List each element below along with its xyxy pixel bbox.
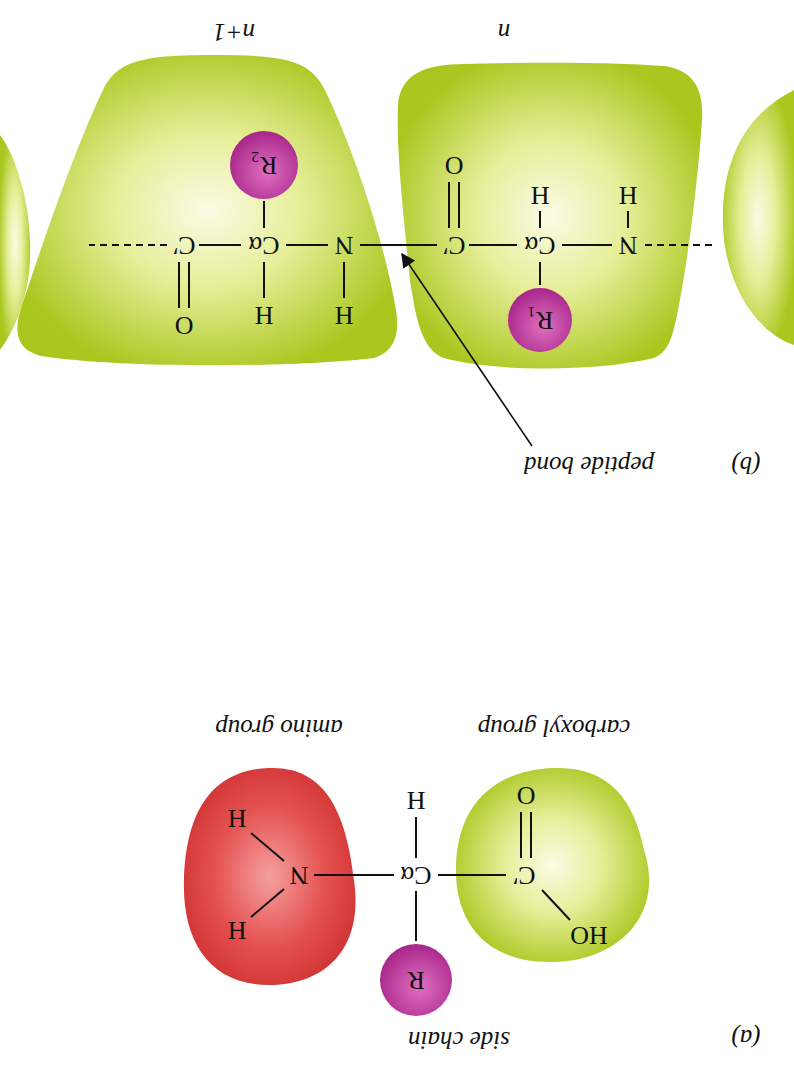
atom: O bbox=[445, 152, 464, 178]
side-chain-circle: R₁ bbox=[507, 287, 573, 353]
atom: N bbox=[335, 232, 354, 258]
group-label: carboxyl group bbox=[478, 716, 631, 741]
side-chain-disc bbox=[380, 944, 452, 1016]
panel-letter: (b) bbox=[731, 453, 760, 478]
side-chain-disc bbox=[230, 131, 298, 199]
residue-blob-edge bbox=[723, 90, 794, 345]
atom: C′ bbox=[512, 862, 535, 888]
atom: HO bbox=[570, 922, 608, 948]
leader-arrow bbox=[402, 254, 532, 446]
amino-blob bbox=[184, 768, 356, 985]
atom: H bbox=[335, 302, 354, 328]
residue-blob-edge bbox=[0, 135, 30, 350]
side-chain-circle: R bbox=[379, 943, 453, 1017]
atom: H bbox=[407, 787, 426, 813]
residue-number: n bbox=[498, 20, 511, 45]
atom: H bbox=[619, 182, 638, 208]
bonds bbox=[251, 812, 570, 941]
side-chain-label: R₁ bbox=[527, 307, 553, 333]
carboxyl-blob bbox=[456, 768, 649, 962]
side-chain-label: R bbox=[407, 967, 424, 993]
atom: C′ bbox=[442, 232, 465, 258]
bonds bbox=[89, 182, 712, 308]
atom: H bbox=[228, 917, 247, 943]
part-label: side chain bbox=[408, 1028, 510, 1053]
atom: H bbox=[255, 302, 274, 328]
side-chain-circle: R₂ bbox=[229, 130, 299, 200]
panel-letter: (a) bbox=[731, 1026, 760, 1051]
residue-blob bbox=[17, 55, 397, 365]
atom: Cα bbox=[525, 232, 556, 258]
atom: N bbox=[290, 862, 309, 888]
atom: O bbox=[175, 312, 194, 338]
atom: N bbox=[619, 232, 638, 258]
atom: C′ bbox=[172, 232, 195, 258]
residue-blob bbox=[398, 63, 703, 369]
part-label: peptide bond bbox=[524, 453, 654, 478]
atom: Cα bbox=[401, 862, 432, 888]
atom: H bbox=[531, 182, 550, 208]
side-chain-disc bbox=[508, 288, 572, 352]
group-label: amino group bbox=[215, 716, 343, 741]
residue-number: n+1 bbox=[213, 20, 255, 45]
atom: O bbox=[517, 782, 536, 808]
side-chain-label: R₂ bbox=[251, 152, 277, 178]
atom: Cα bbox=[249, 232, 280, 258]
atom: H bbox=[228, 805, 247, 831]
